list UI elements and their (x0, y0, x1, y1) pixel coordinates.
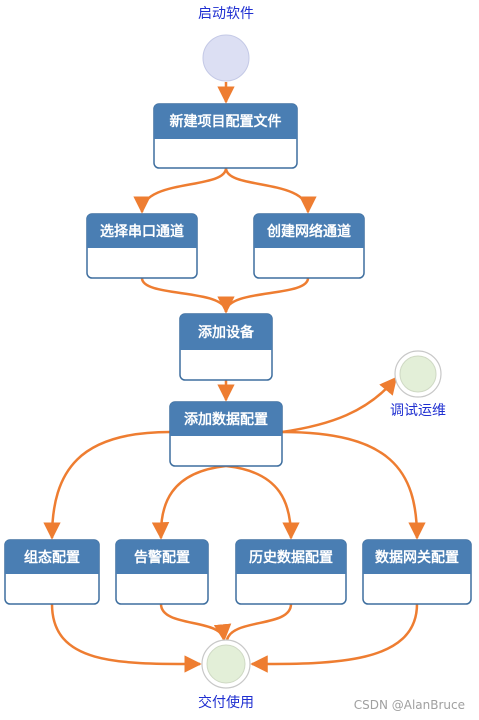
edge-new-project-to-serial (133, 167, 228, 214)
node-add-device-label: 添加设备 (198, 324, 255, 341)
node-add-device: 添加设备 (179, 313, 273, 381)
edge-add-data-to-debug (281, 376, 398, 434)
watermark: CSDN @AlanBruce (353, 698, 465, 712)
end-delivery-circle (206, 644, 246, 684)
edge-serial-to-add-device (140, 277, 235, 314)
edge-history-to-delivery (225, 603, 293, 641)
node-select-serial: 选择串口通道 (86, 213, 198, 279)
node-alarm-config: 告警配置 (115, 539, 209, 605)
edge-config-group-to-delivery (50, 603, 202, 673)
node-add-data: 添加数据配置 (169, 401, 283, 467)
node-history-config: 历史数据配置 (235, 539, 347, 605)
start-circle (202, 34, 250, 82)
edge-network-to-add-device (224, 277, 310, 313)
end-debug-circle (399, 355, 437, 393)
edge-gateway-to-delivery (250, 603, 419, 673)
node-add-data-label: 添加数据配置 (184, 411, 268, 428)
edge-new-project-to-network (224, 167, 317, 214)
node-gateway-config: 数据网关配置 (362, 539, 472, 605)
start-label: 启动软件 (198, 6, 254, 22)
edge-add-data-to-config-group (43, 430, 171, 540)
end-node-delivery: 交付使用 (198, 639, 254, 711)
edge-add-data-to-gateway (281, 430, 426, 540)
node-select-serial-label: 选择串口通道 (100, 223, 184, 240)
node-gateway-config-label: 数据网关配置 (375, 549, 459, 566)
end-node-debug: 调试运维 (390, 350, 446, 419)
connectors (43, 82, 426, 673)
node-alarm-config-label: 告警配置 (134, 549, 190, 566)
node-config-group-label: 组态配置 (24, 549, 80, 566)
node-history-config-label: 历史数据配置 (249, 549, 333, 566)
end-delivery-label: 交付使用 (198, 694, 254, 711)
edge-alarm-to-delivery (159, 603, 232, 642)
node-create-network-label: 创建网络通道 (266, 223, 351, 240)
end-debug-label: 调试运维 (390, 403, 446, 419)
start-node: 启动软件 (198, 6, 254, 82)
node-new-project: 新建项目配置文件 (153, 103, 298, 169)
edge-add-data-to-alarm (151, 464, 227, 540)
edge-add-data-to-history (225, 464, 300, 540)
node-create-network: 创建网络通道 (253, 213, 365, 279)
node-new-project-label: 新建项目配置文件 (170, 113, 282, 130)
node-config-group: 组态配置 (4, 539, 100, 605)
